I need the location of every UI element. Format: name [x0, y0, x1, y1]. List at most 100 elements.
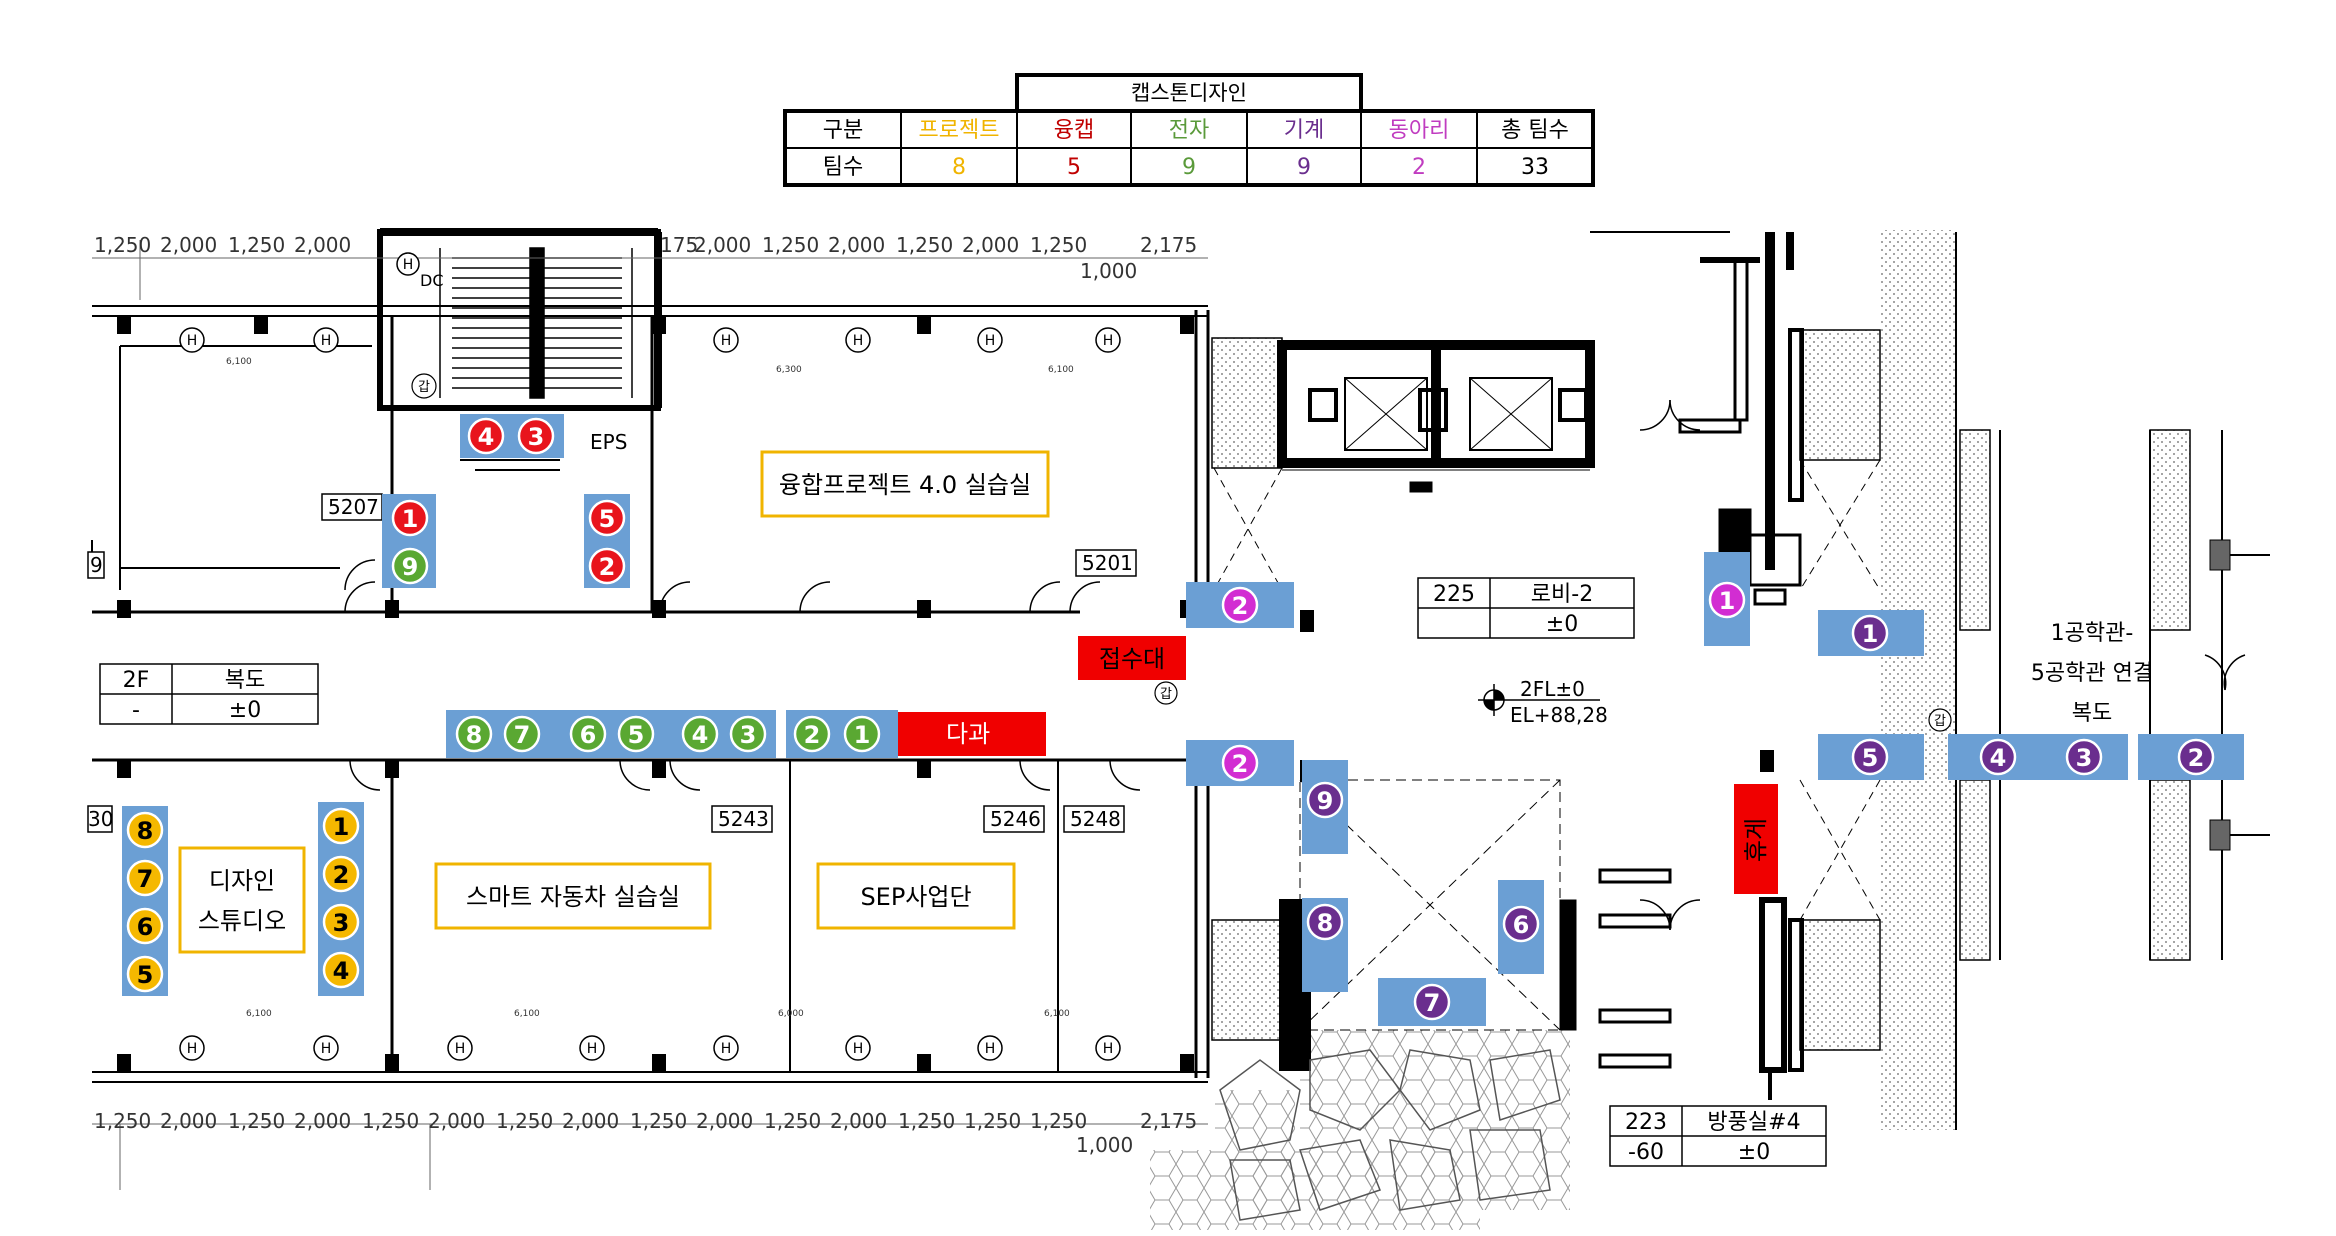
dim-top-6: 1,250	[762, 233, 819, 257]
team-marker-number-magenta-1: 2	[1232, 592, 1249, 620]
team-marker-green-6	[729, 715, 767, 753]
dim-small-e: 6,100	[514, 1009, 540, 1019]
team-marker-number-green-0: 9	[402, 553, 419, 581]
lobby-number: 225	[1433, 582, 1475, 607]
gap-symbols	[411, 373, 1952, 732]
team-marker-magenta-2	[1221, 744, 1259, 782]
team-marker-green-4	[617, 715, 655, 753]
h-5: H	[985, 333, 996, 349]
team-marker-purple-8	[1413, 983, 1451, 1021]
hatched-panels	[1150, 230, 2191, 1230]
room-9: 9	[90, 553, 103, 577]
team-marker-purple-6	[1306, 903, 1344, 941]
team-marker-number-green-7: 2	[804, 721, 821, 749]
dimension-lines	[92, 240, 1208, 1190]
h-12: H	[721, 1041, 732, 1057]
red-labels: 접수대 다과 휴게	[898, 636, 1778, 894]
dim-top-3: 1,250	[228, 233, 285, 257]
summary-cell-row2-3: 9	[1182, 155, 1196, 180]
dim-bot-1: 1,250	[94, 1109, 151, 1133]
team-marker-red-0	[467, 417, 505, 455]
team-marker-red-2	[588, 499, 626, 537]
corridor-floor: 2F	[123, 668, 150, 693]
dim-top-10: 1,250	[1030, 233, 1087, 257]
rest-area	[1734, 784, 1778, 894]
team-marker-yellow-6	[322, 903, 360, 941]
dim-small-f: 6,000	[778, 1009, 804, 1019]
corridor-name: 복도	[225, 668, 265, 693]
team-marker-green-1	[455, 715, 493, 753]
h-2: H	[321, 333, 332, 349]
dim-bot-6: 2,000	[428, 1109, 485, 1133]
team-marker-number-purple-0: 1	[1862, 620, 1879, 648]
lobby-name: 로비-2	[1531, 582, 1593, 607]
h-symbol-text: H H H H H H H H H H H H H H H	[187, 257, 1114, 1057]
team-marker-number-purple-2: 4	[1990, 744, 2007, 772]
summary-cell-row1-5: 동아리	[1389, 118, 1450, 143]
team-marker-number-purple-6: 8	[1317, 909, 1334, 937]
room-5243: 5243	[718, 807, 769, 831]
team-marker-number-purple-4: 2	[2188, 744, 2205, 772]
dim-bot-15: 1,250	[1030, 1109, 1087, 1133]
summary-cell-row1-0: 구분	[823, 118, 863, 143]
summary-cell-row2-6: 33	[1521, 155, 1549, 180]
room-smart-car-lab: 스마트 자동차 실습실	[466, 883, 680, 911]
h-15: H	[1103, 1041, 1114, 1057]
lobby-level: ±0	[1546, 612, 1578, 637]
room-5201: 5201	[1082, 551, 1133, 575]
stone-paving	[1219, 1049, 1561, 1221]
dim-top-1: 1,250	[94, 233, 151, 257]
dim-bot-2175: 2,175	[1140, 1109, 1197, 1133]
room-label-boxes	[178, 450, 1050, 954]
h-11: H	[587, 1041, 598, 1057]
dim-bot-7: 1,250	[496, 1109, 553, 1133]
windbreak-code: -60	[1628, 1140, 1664, 1165]
reception-label: 접수대	[1099, 645, 1165, 673]
team-marker-number-red-0: 4	[478, 423, 495, 451]
team-marker-number-green-6: 3	[740, 721, 757, 749]
summary-cell-row1-2: 융캡	[1054, 118, 1094, 143]
gap-1: 갑	[418, 380, 430, 395]
dim-top-2: 2,000	[160, 233, 217, 257]
dim-bot-10: 2,000	[696, 1109, 753, 1133]
dim-bot-9: 1,250	[630, 1109, 687, 1133]
h-9: H	[321, 1041, 332, 1057]
windbreak-level: ±0	[1738, 1140, 1770, 1165]
dim-bot-14: 1,250	[964, 1109, 1021, 1133]
dim-small-d: 6,100	[246, 1009, 272, 1019]
h-6: H	[1103, 333, 1114, 349]
summary-cell-row1-1: 프로젝트	[919, 118, 1000, 143]
team-marker-number-magenta-0: 1	[1719, 587, 1736, 615]
rest-label: 휴게	[1742, 818, 1770, 862]
building-walls	[91, 228, 1210, 1083]
h-7: H	[403, 257, 414, 273]
h-4: H	[853, 333, 864, 349]
dim-bot-2: 2,000	[160, 1109, 217, 1133]
dim-top-9: 2,000	[962, 233, 1019, 257]
team-marker-purple-3	[2065, 738, 2103, 776]
team-marker-purple-0	[1851, 614, 1889, 652]
team-marker-number-yellow-1: 7	[137, 865, 154, 893]
summary-cell-row1-4: 기계	[1284, 118, 1324, 143]
team-marker-magenta-1	[1221, 586, 1259, 624]
team-marker-red-1	[517, 417, 555, 455]
team-marker-green-0	[391, 547, 429, 585]
dim-bot-12: 2,000	[830, 1109, 887, 1133]
refreshment-table	[898, 712, 1046, 756]
team-marker-number-purple-5: 9	[1317, 787, 1334, 815]
team-marker-yellow-7	[322, 951, 360, 989]
h-10: H	[455, 1041, 466, 1057]
team-marker-number-green-1: 8	[466, 721, 483, 749]
dim-top-4: 2,000	[294, 233, 351, 257]
team-marker-number-red-4: 1	[402, 505, 419, 533]
team-marker-number-yellow-4: 1	[333, 813, 350, 841]
dc-label: DC	[420, 271, 444, 290]
dim-bot-5: 1,250	[362, 1109, 419, 1133]
connection-label-3: 복도	[2072, 701, 2112, 726]
team-marker-number-purple-7: 6	[1513, 911, 1530, 939]
team-marker-number-green-3: 6	[580, 721, 597, 749]
h-13: H	[853, 1041, 864, 1057]
room-30: 30	[88, 807, 113, 831]
team-marker-number-purple-1: 5	[1862, 744, 1879, 772]
team-marker-number-red-3: 2	[599, 553, 616, 581]
